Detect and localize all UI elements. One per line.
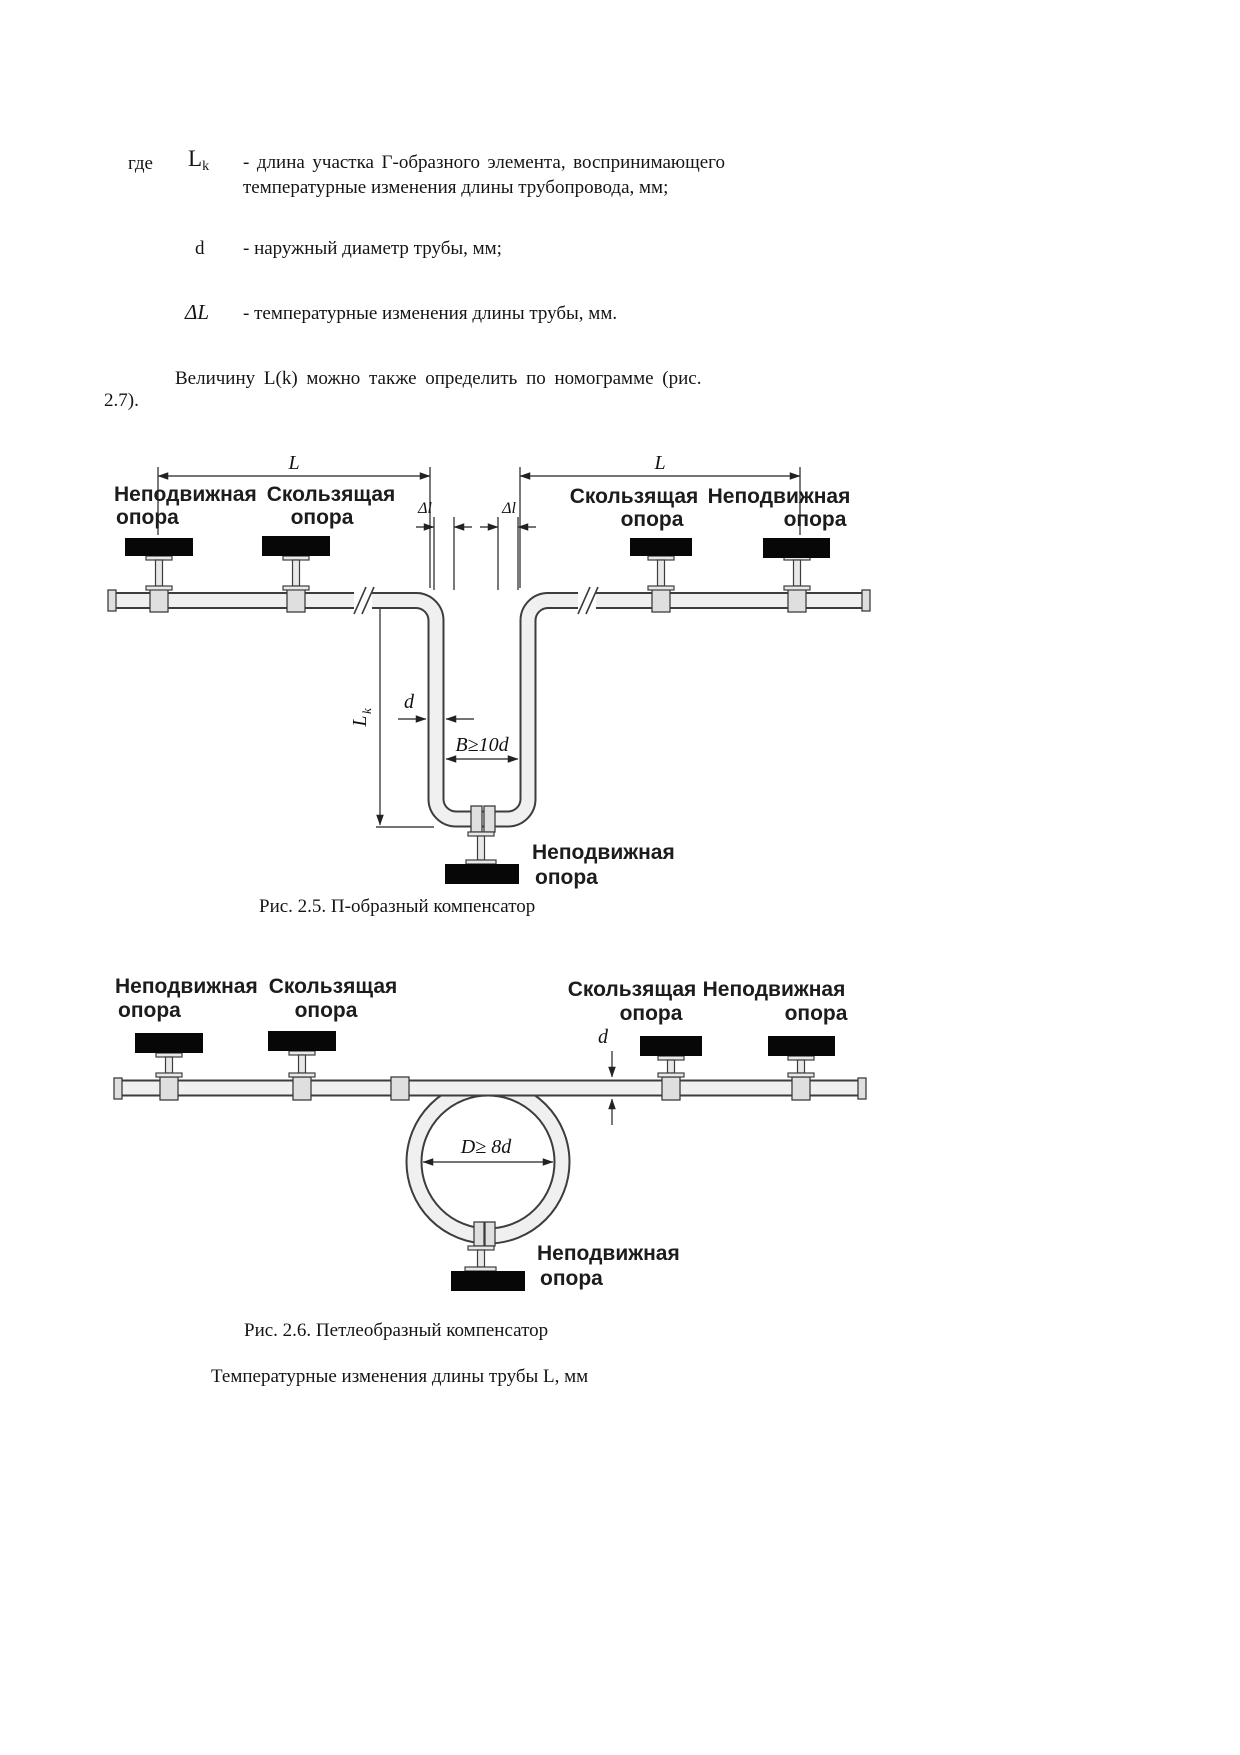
fig25-support-fixed-bottom — [445, 805, 519, 884]
fig26-label-sliding-left-2: опора — [295, 999, 358, 1022]
paragraph-line1: Величину L(k) можно также определить по … — [175, 368, 702, 389]
fig25-support-sliding-right — [630, 538, 692, 591]
fig25-label-sliding-left-2: опора — [291, 506, 354, 529]
fig25-pipe-couplings — [107, 588, 871, 613]
fig26-support-sliding-left — [268, 1031, 336, 1078]
fig25-label-fixed-right-1: Неподвижная — [708, 485, 851, 508]
fig26-label-fixed-left-2: опора — [118, 999, 181, 1022]
fig25-label-fixed-bottom-2: опора — [535, 866, 598, 889]
symbol-delta-l: ΔL — [185, 300, 210, 324]
symbol-d: d — [195, 238, 205, 259]
symbol-lk-main: L — [188, 146, 203, 171]
fig25-dim-L-left: L — [287, 452, 299, 474]
fig26-support-fixed-right — [768, 1036, 835, 1078]
fig25-pipe-assembly — [110, 592, 868, 828]
fig25-label-fixed-right-2: опора — [784, 508, 847, 531]
fig26-diagram: Неподвижная опора Скользящая опора Сколь… — [113, 975, 867, 1291]
fig25-dim-Lk-main: L — [349, 715, 371, 727]
fig26-label-fixed-right-2: опора — [785, 1002, 848, 1025]
definition-delta-l-text: - температурные изменения длины трубы, м… — [243, 303, 618, 324]
fig25-label-sliding-left-1: Скользящая — [267, 483, 396, 506]
symbol-lk: Lk — [188, 146, 209, 175]
footer-note: Температурные изменения длины трубы L, м… — [211, 1366, 589, 1387]
fig26-label-fixed-bottom-1: Неподвижная — [537, 1242, 680, 1265]
fig25-support-fixed-left — [125, 538, 193, 591]
fig26-label-fixed-bottom-2: опора — [540, 1267, 603, 1290]
fig26-label-sliding-right-1: Скользящая — [568, 978, 697, 1001]
fig25-diagram: Неподвижная опора Скользящая опора Сколь… — [107, 452, 871, 889]
fig26-pipe-couplings — [113, 1076, 867, 1101]
fig25-dim-Lk-sub: k — [359, 708, 374, 714]
paragraph-line2: 2.7). — [104, 390, 139, 411]
fig26-label-fixed-left-1: Неподвижная — [115, 975, 258, 998]
fig26-caption: Рис. 2.6. Петлеобразный компенсатор — [244, 1320, 549, 1341]
fig25-dim-dL-left: Δl — [417, 500, 432, 517]
fig26-dim-d: d — [598, 1026, 609, 1048]
fig25-dim-L-right: L — [653, 452, 665, 474]
fig26-label-sliding-right-2: опора — [620, 1002, 683, 1025]
fig25-label-sliding-right-2: опора — [621, 508, 684, 531]
fig25-dim-Lk: L k — [349, 708, 374, 728]
definition-lk-text: - длина участка Г-образного элемента, во… — [243, 152, 725, 199]
fig25-label-fixed-left-1: Неподвижная — [114, 483, 257, 506]
fig26-label-fixed-right-1: Неподвижная — [703, 978, 846, 1001]
fig26-support-fixed-bottom — [451, 1221, 525, 1291]
fig25-dimension-lines — [157, 467, 801, 828]
fig26-dim-D: D≥ 8d — [460, 1136, 512, 1158]
fig26-support-fixed-left — [135, 1033, 203, 1078]
fig25-dim-d: d — [404, 691, 415, 713]
symbol-lk-sub: k — [202, 159, 210, 175]
fig26-label-sliding-left-1: Скользящая — [269, 975, 398, 998]
fig25-label-fixed-left-2: опора — [116, 506, 179, 529]
definition-d-text: - наружный диаметр трубы, мм; — [243, 238, 502, 259]
fig25-break-marks — [353, 586, 599, 615]
fig25-caption: Рис. 2.5. П-образный компенсатор — [259, 896, 536, 917]
fig25-label-fixed-bottom-1: Неподвижная — [532, 841, 675, 864]
fig25-support-sliding-left — [262, 536, 330, 591]
where-label: где — [128, 153, 153, 174]
fig26-dimension-lines — [422, 1051, 616, 1166]
fig25-dim-dL-right: Δl — [501, 500, 516, 517]
fig25-label-sliding-right-1: Скользящая — [570, 485, 699, 508]
fig25-support-fixed-right — [763, 538, 830, 591]
fig25-dim-B: B≥10d — [455, 734, 509, 756]
fig26-support-sliding-right — [640, 1036, 702, 1078]
